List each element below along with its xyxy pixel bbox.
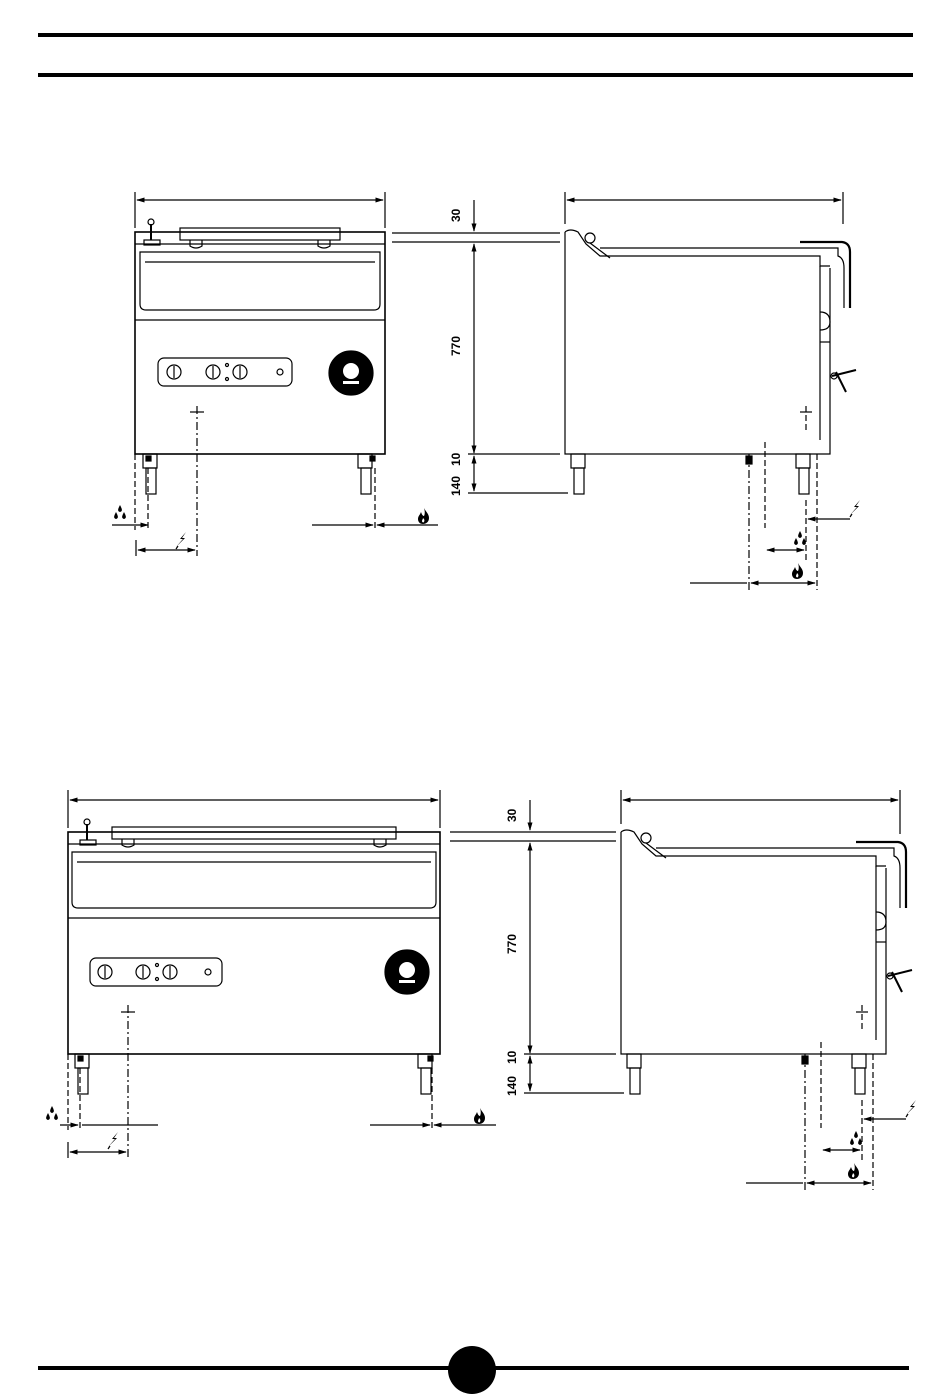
drawing-2-side-electric-icon — [906, 1100, 916, 1117]
drawing-2-dim-gap: 10 — [505, 1050, 519, 1064]
drawing-2-side-view — [621, 790, 912, 1190]
drawing-2-dim-top: 30 — [505, 808, 519, 822]
page-number — [448, 1346, 496, 1394]
drawing-1-side-water-icon — [794, 531, 806, 545]
drawing-2-front-water-icon — [46, 1106, 58, 1120]
footer-rule-left — [38, 1366, 452, 1370]
drawing-2-side-water-icon — [850, 1131, 862, 1145]
drawing-2-front-gas-icon — [474, 1108, 485, 1124]
drawing-2-front-view — [60, 790, 496, 1158]
drawing-2-vertical-dimensions — [450, 800, 624, 1093]
drawing-1-dim-legs: 140 — [449, 476, 463, 496]
drawing-1-dim-gap: 10 — [449, 452, 463, 466]
drawing-1-dim-height: 770 — [449, 336, 463, 356]
drawing-2-front-electric-icon — [108, 1132, 118, 1149]
drawing-1-dim-top: 30 — [449, 208, 463, 222]
drawing-1-front-gas-icon — [418, 508, 429, 524]
drawing-2-dim-legs: 140 — [505, 1076, 519, 1096]
drawing-1-side-view — [565, 192, 856, 590]
drawing-1-vertical-dimensions — [392, 200, 568, 493]
drawing-1-front-electric-icon — [176, 532, 186, 549]
footer-rule-right — [494, 1366, 909, 1370]
drawing-1-front-view — [112, 192, 438, 556]
drawing-1-side-electric-icon — [850, 500, 860, 517]
drawing-1-front-water-icon — [114, 505, 126, 519]
drawing-2-dim-height: 770 — [505, 934, 519, 954]
drawing-1-side-gas-icon — [792, 563, 803, 579]
drawing-2-side-gas-icon — [848, 1163, 859, 1179]
